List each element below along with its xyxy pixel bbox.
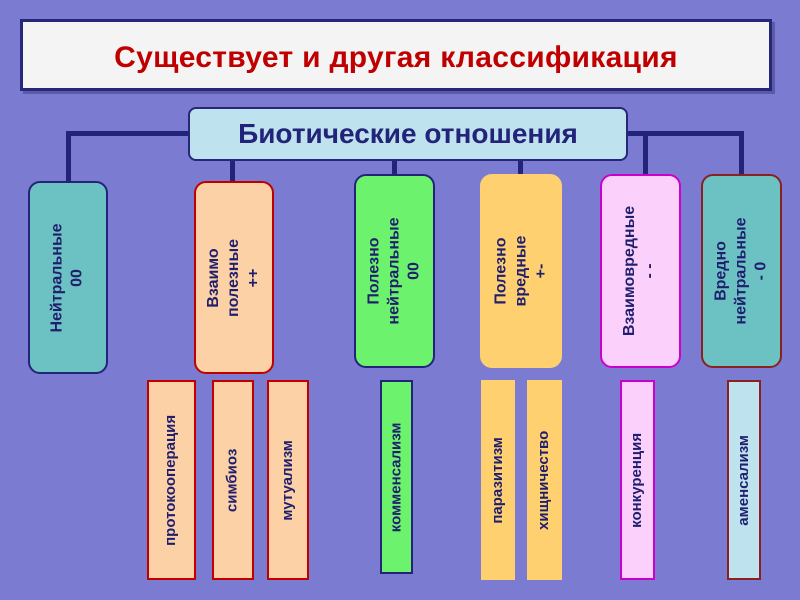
category-label: Полезно нейтральные 00 — [365, 217, 423, 325]
category-label: Взаимо полезные ++ — [205, 238, 263, 317]
connector-cat-5 — [739, 131, 744, 177]
category-label: Взаимовредные - - — [621, 205, 659, 337]
category-label: Вредно нейтральные - 0 — [712, 217, 770, 325]
connector-cat-0 — [66, 131, 71, 183]
subtype-label: хищничество — [535, 430, 553, 530]
subtype-parasitism: паразитизм — [481, 380, 515, 580]
connector-cat-2 — [392, 160, 397, 176]
subtype-label: симбиоз — [223, 448, 241, 512]
subtype-commensalism: комменсализм — [380, 380, 413, 574]
connector-cat-1 — [230, 160, 235, 182]
category-harmful-neutral: Вредно нейтральные - 0 — [701, 174, 782, 368]
subtype-label: комменсализм — [387, 422, 405, 532]
subtype-protocooperation: протокооперация — [147, 380, 196, 580]
root-node: Биотические отношения — [188, 107, 628, 161]
category-label: Полезно вредные +- — [491, 235, 549, 307]
subtype-mutualism: мутуализм — [267, 380, 309, 580]
subtype-predation: хищничество — [527, 380, 562, 580]
category-mutually-harmful: Взаимовредные - - — [600, 174, 681, 368]
category-label: Нейтральные 00 — [49, 222, 86, 333]
subtype-label: конкуренция — [628, 432, 646, 528]
subtype-label: протокооперация — [162, 414, 180, 546]
connector-cat-4 — [643, 131, 648, 177]
category-neutral: Нейтральные 00 — [28, 181, 108, 374]
category-beneficial-harmful: Полезно вредные +- — [480, 174, 562, 368]
subtype-label: мутуализм — [278, 439, 296, 521]
subtype-amensalism: аменсализм — [727, 380, 761, 580]
connector-cat-3 — [518, 160, 523, 176]
subtype-label: паразитизм — [488, 436, 506, 524]
subtype-label: аменсализм — [734, 434, 752, 526]
page-title: Существует и другая классификация — [114, 41, 678, 74]
category-mutually-beneficial: Взаимо полезные ++ — [194, 181, 274, 374]
title-box: Существует и другая классификация — [20, 19, 772, 91]
category-beneficial-neutral: Полезно нейтральные 00 — [354, 174, 435, 368]
subtype-competition: конкуренция — [620, 380, 655, 580]
subtype-symbiosis: симбиоз — [212, 380, 254, 580]
